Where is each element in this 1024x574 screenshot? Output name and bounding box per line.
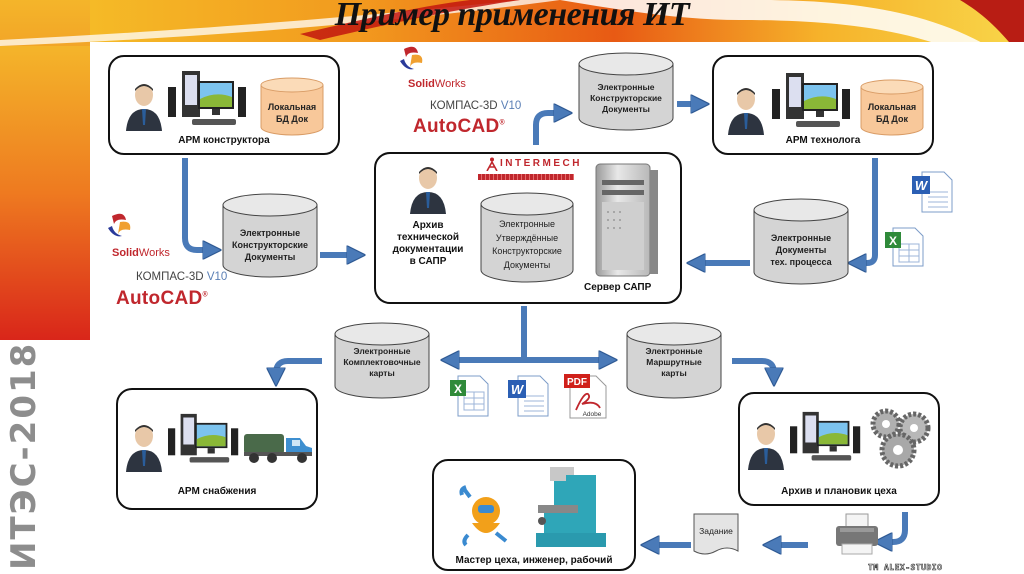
db-line: Электронные bbox=[498, 219, 555, 229]
local-db-cylinder: Локальная БД Док bbox=[860, 79, 924, 137]
task-document-icon bbox=[693, 513, 739, 555]
db-line: Документы bbox=[244, 252, 296, 262]
worker-robot-icon bbox=[459, 485, 508, 547]
local-db-line: БД Док bbox=[876, 114, 908, 124]
solidworks-logo: SolidWorks bbox=[408, 78, 466, 90]
db-line: Конструкторские bbox=[231, 240, 309, 250]
local-db-line: БД Док bbox=[276, 114, 308, 124]
user-icon bbox=[728, 88, 764, 135]
db-line: тех. процесса bbox=[770, 257, 832, 267]
designer-workstation-box: Локальная БД Док АРМ конструктора bbox=[108, 55, 340, 155]
supply-label: АРМ снабжения bbox=[177, 486, 257, 497]
route-cards-cylinder: Электронные Маршрутные карты bbox=[626, 322, 722, 400]
user-icon bbox=[126, 425, 162, 472]
db-line: Документы bbox=[775, 245, 827, 255]
svg-text:X: X bbox=[889, 234, 897, 248]
db-line: Документы bbox=[602, 104, 650, 114]
arrow-kit-to-supply bbox=[276, 358, 322, 377]
shop-planner-label: Архив и плановик цеха bbox=[781, 486, 897, 497]
computer-icon bbox=[772, 73, 850, 127]
arrow-archive-to-topdocs bbox=[533, 113, 563, 145]
archive-label-line: документации bbox=[392, 244, 464, 255]
intermech-logo: INTERMECH bbox=[500, 158, 582, 169]
svg-text:W: W bbox=[915, 178, 929, 193]
solidworks-logo-icon bbox=[108, 213, 131, 237]
db-line: карты bbox=[661, 368, 687, 378]
user-icon bbox=[748, 423, 784, 470]
db-line: Электронные bbox=[770, 233, 832, 243]
word-document-icon: W bbox=[508, 375, 549, 417]
shop-floor-label: Мастер цеха, инженер, рабочий bbox=[455, 555, 613, 566]
archive-label-line: технической bbox=[396, 232, 459, 243]
shop-floor-box: Мастер цеха, инженер, рабочий bbox=[432, 459, 636, 571]
svg-text:PDF: PDF bbox=[567, 377, 587, 388]
db-line: Электронные bbox=[645, 346, 703, 356]
intermech-bar bbox=[478, 174, 574, 180]
db-line: Документы bbox=[503, 259, 551, 270]
computer-icon bbox=[168, 71, 246, 125]
designer-label: АРМ конструктора bbox=[178, 135, 270, 146]
word-document-icon: W bbox=[912, 171, 953, 213]
local-db-line: Локальная bbox=[267, 102, 317, 112]
design-docs-left-cylinder: Электронные Конструкторские Документы bbox=[222, 193, 318, 279]
db-line: Электронные bbox=[353, 346, 411, 356]
kompas-logo: КОМПАС-3D V10 bbox=[430, 100, 522, 112]
watermark: TM ALEX-STUDIO bbox=[868, 563, 943, 573]
archive-label: Архив технической документации в САПР bbox=[378, 220, 478, 268]
server-label: Сервер САПР bbox=[584, 282, 652, 293]
milling-machine-icon bbox=[536, 467, 606, 547]
user-icon bbox=[410, 167, 446, 214]
db-line: Электронные bbox=[239, 228, 301, 238]
server-icon bbox=[595, 163, 658, 277]
db-line: Электронные bbox=[597, 82, 655, 92]
supply-workstation-box: АРМ снабжения bbox=[116, 388, 318, 510]
arrow-route-to-shop bbox=[732, 358, 774, 377]
computer-icon bbox=[790, 411, 861, 461]
autocad-logo: AutoCAD® bbox=[413, 116, 505, 137]
task-document-label: Задание bbox=[699, 526, 733, 536]
local-db-line: Локальная bbox=[867, 102, 917, 112]
computer-icon bbox=[168, 413, 239, 463]
arrow-shop-to-printer bbox=[883, 512, 908, 542]
db-line: карты bbox=[369, 368, 395, 378]
cad-archive-box: Архив технической документации в САПР IN… bbox=[374, 152, 682, 304]
technologist-label: АРМ технолога bbox=[785, 135, 861, 146]
user-icon bbox=[126, 84, 162, 131]
db-line: Конструкторские bbox=[590, 93, 662, 103]
truck-icon bbox=[244, 434, 312, 463]
db-line: Маршрутные bbox=[646, 357, 702, 367]
printer-icon bbox=[836, 513, 878, 555]
svg-text:Adobe: Adobe bbox=[583, 411, 602, 418]
slide-title: Пример применения ИТ bbox=[334, 0, 690, 33]
svg-text:X: X bbox=[454, 382, 462, 396]
archive-label-line: Архив bbox=[412, 220, 444, 231]
approved-docs-cylinder: Электронные Утверждённые Конструкторские… bbox=[480, 192, 574, 284]
archive-label-line: в САПР bbox=[409, 256, 447, 267]
kit-cards-cylinder: Электронные Комплектовочные карты bbox=[334, 322, 430, 400]
autocad-logo: AutoCAD® bbox=[116, 288, 208, 309]
db-line: Конструкторские bbox=[492, 246, 562, 256]
excel-document-icon: X bbox=[450, 375, 489, 417]
excel-document-icon: X bbox=[885, 227, 924, 267]
pdf-document-icon: PDF Adobe bbox=[564, 374, 607, 419]
arrow-designer-to-docs bbox=[182, 158, 212, 250]
db-line: Комплектовочные bbox=[343, 357, 421, 367]
db-line: Утверждённые bbox=[495, 232, 559, 243]
process-docs-cylinder: Электронные Документы тех. процесса bbox=[753, 198, 849, 286]
svg-text:W: W bbox=[511, 382, 525, 397]
local-db-cylinder: Локальная БД Док bbox=[260, 77, 324, 137]
shop-planner-box: Архив и плановик цеха bbox=[738, 392, 940, 506]
solidworks-logo: SolidWorks bbox=[112, 247, 170, 259]
arrow-tech-to-process bbox=[857, 158, 878, 263]
gears-icon bbox=[870, 408, 931, 469]
intermech-logo-icon bbox=[486, 157, 498, 171]
technologist-workstation-box: Локальная БД Док АРМ технолога bbox=[712, 55, 934, 155]
design-docs-top-cylinder: Электронные Конструкторские Документы bbox=[578, 52, 674, 132]
kompas-logo: КОМПАС-3D V10 bbox=[136, 271, 228, 283]
solidworks-logo-icon bbox=[400, 46, 423, 70]
